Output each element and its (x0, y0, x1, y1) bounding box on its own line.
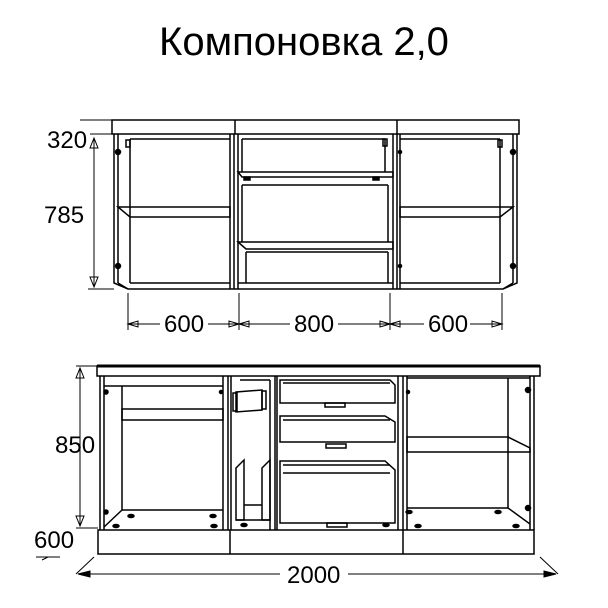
upper-height-label: 785 (44, 202, 84, 229)
upper-top-panel (111, 119, 520, 135)
upper-width-middle-label: 800 (294, 311, 334, 338)
lower-sink-cabinet (99, 376, 229, 530)
upper-width-left-label: 600 (164, 311, 204, 338)
upper-depth-label: 320 (47, 127, 87, 154)
lower-height-label: 850 (55, 432, 95, 459)
lower-pullout-cabinet (230, 376, 276, 530)
page-title: Компоновка 2,0 (159, 20, 449, 64)
lower-depth-label: 600 (34, 527, 74, 554)
lower-total-width-label: 2000 (287, 562, 340, 589)
drawer-1 (279, 379, 396, 408)
lower-dimensions (36, 365, 559, 578)
upper-cabinets (111, 119, 520, 290)
lower-cabinets (96, 364, 541, 555)
drawer-3 (279, 460, 396, 528)
lower-drawer-cabinet (276, 376, 404, 530)
drawer-2 (279, 415, 396, 449)
upper-width-right-label: 600 (428, 311, 468, 338)
lower-shelf-cabinet (405, 376, 535, 530)
upper-middle-cabinet (236, 134, 398, 289)
upper-left-cabinet (114, 134, 235, 290)
upper-dimensions (80, 119, 504, 330)
upper-right-cabinet (397, 134, 517, 290)
